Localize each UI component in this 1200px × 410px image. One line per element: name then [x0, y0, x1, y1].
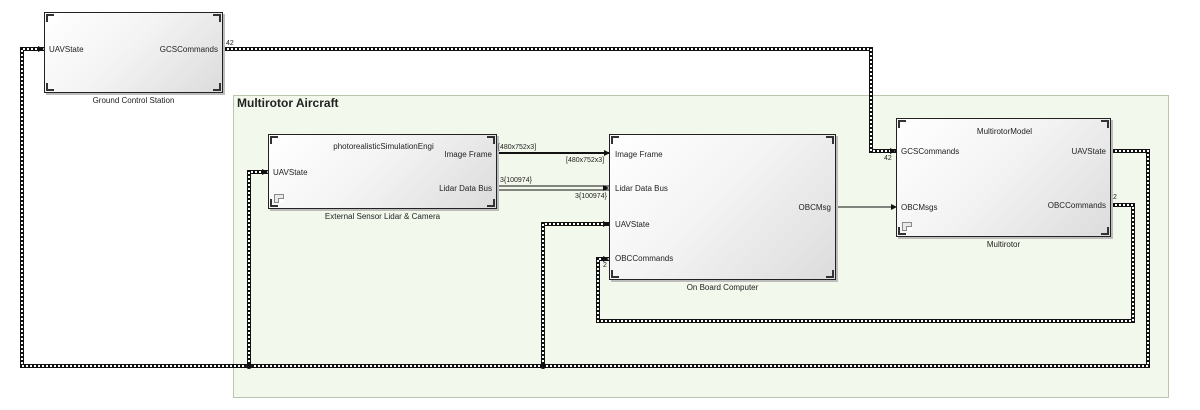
sensor-caption: External Sensor Lidar & Camera	[324, 212, 441, 221]
multirotor-block[interactable]: MultirotorModel GCSCommands OBCMsgs UAVS…	[896, 118, 1111, 237]
model-reference-icon	[274, 194, 284, 203]
uav-state-feedback-line[interactable]	[20, 47, 1150, 369]
obc-cmd-in-width-label: 2	[603, 262, 607, 269]
gcs-out-port-gcscommands: GCSCommands	[159, 45, 218, 54]
multirotor-in-width-label: 42	[884, 155, 892, 162]
image-out-dims-label: [480x752x3]	[498, 144, 537, 151]
obc-in-port-obccommands: OBCCommands	[615, 254, 674, 263]
lidar-data-line[interactable]	[497, 185, 609, 191]
gcs-commands-line[interactable]	[223, 47, 896, 153]
obc-cmd-out-width-label: 2	[1113, 194, 1117, 201]
sensor-out-port-image-frame: Image Frame	[444, 150, 492, 159]
obc-in-port-image-frame: Image Frame	[615, 150, 663, 159]
sensor-out-port-lidar-data-bus: Lidar Data Bus	[439, 184, 492, 193]
obc-caption: On Board Computer	[686, 283, 759, 292]
gcs-in-port-uavstate: UAVState	[49, 45, 84, 54]
multirotor-out-port-obccommands: OBCCommands	[1047, 201, 1106, 210]
obc-out-port-obcmsg: OBCMsg	[798, 203, 831, 212]
gcs-caption: Ground Control Station	[92, 96, 175, 105]
multirotor-caption: Multirotor	[986, 240, 1021, 249]
obc-in-port-uavstate: UAVState	[615, 220, 650, 229]
sensor-block-title: photorealisticSimulationEngi	[333, 142, 434, 151]
lidar-out-dims-label: 3{100974}	[500, 177, 532, 184]
sensor-in-port-uavstate: UAVState	[273, 168, 308, 177]
gcs-out-width-label: 42	[226, 40, 234, 47]
obc-in-port-lidar-data-bus: Lidar Data Bus	[615, 184, 668, 193]
multirotor-out-port-uavstate: UAVState	[1071, 147, 1106, 156]
multirotor-in-port-obcmsgs: OBCMsgs	[901, 203, 938, 212]
multirotor-block-title: MultirotorModel	[976, 127, 1033, 136]
subsystem-title: Multirotor Aircraft	[237, 96, 339, 110]
obc-commands-feedback-line[interactable]	[596, 203, 1135, 323]
model-reference-icon	[902, 222, 912, 231]
multirotor-in-port-gcscommands: GCSCommands	[901, 147, 960, 156]
on-board-computer-block[interactable]: Image Frame Lidar Data Bus UAVState OBCC…	[609, 134, 836, 280]
lidar-in-dims-label: 3{100974}	[575, 193, 607, 200]
image-in-dims-label: [480x752x3]	[566, 157, 605, 164]
external-sensor-block[interactable]: photorealisticSimulationEngi UAVState Im…	[268, 134, 497, 209]
ground-control-station-block[interactable]: UAVState GCSCommands	[44, 12, 223, 93]
